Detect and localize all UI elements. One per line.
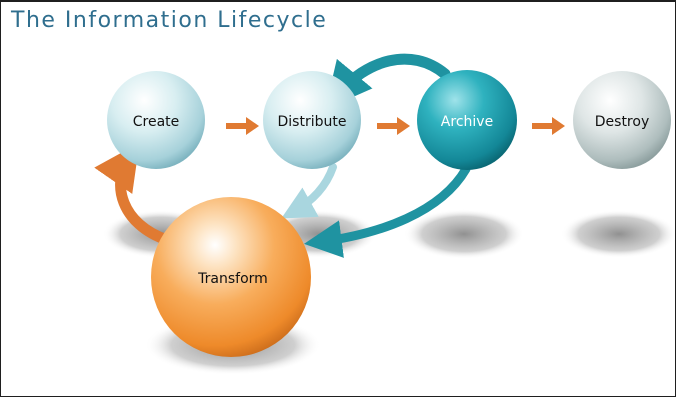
arrow-create-to-distribute xyxy=(226,117,259,135)
sphere-create xyxy=(107,71,205,169)
label-transform: Transform xyxy=(197,271,268,287)
shadow-archive xyxy=(404,209,524,259)
shadow-destroy xyxy=(561,210,675,258)
arrow-transform-to-create xyxy=(94,142,173,246)
sphere-distribute xyxy=(263,71,361,169)
arrow-archive-to-destroy xyxy=(532,117,565,135)
label-distribute: Distribute xyxy=(278,114,347,130)
arrow-archive-to-distribute xyxy=(325,53,451,110)
label-destroy: Destroy xyxy=(595,114,649,130)
label-create: Create xyxy=(133,114,180,130)
sphere-transform xyxy=(151,197,311,357)
label-archive: Archive xyxy=(441,114,493,130)
diagram-title: The Information Lifecycle xyxy=(11,8,328,33)
arrow-distribute-to-transform xyxy=(281,163,337,219)
arrow-distribute-to-archive xyxy=(377,117,410,135)
arrow-archive-to-transform xyxy=(304,164,471,258)
sphere-archive xyxy=(417,70,517,170)
sphere-destroy xyxy=(573,71,671,169)
